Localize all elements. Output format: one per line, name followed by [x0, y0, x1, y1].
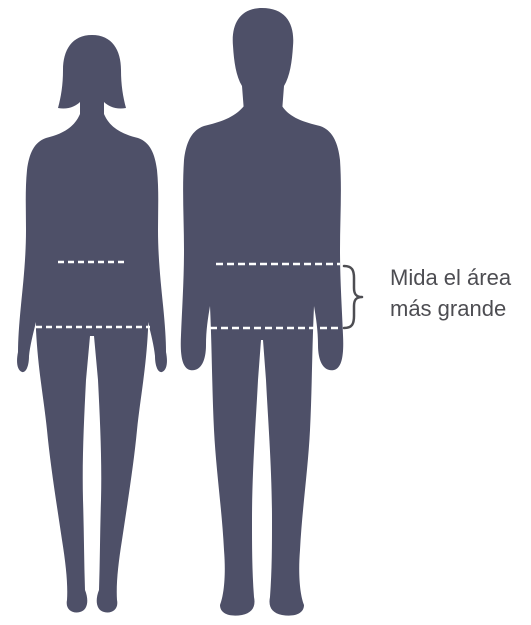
woman-head [58, 35, 126, 118]
instruction-line-1: Mida el área [390, 262, 530, 293]
measure-instruction: Mida el área más grande [390, 262, 530, 324]
curly-brace-icon [344, 266, 362, 328]
woman-silhouette [17, 35, 167, 613]
man-silhouette [181, 8, 343, 616]
woman-body [17, 114, 167, 613]
man-body [181, 106, 343, 616]
instruction-line-2: más grande [390, 293, 530, 324]
man-head [233, 8, 294, 112]
